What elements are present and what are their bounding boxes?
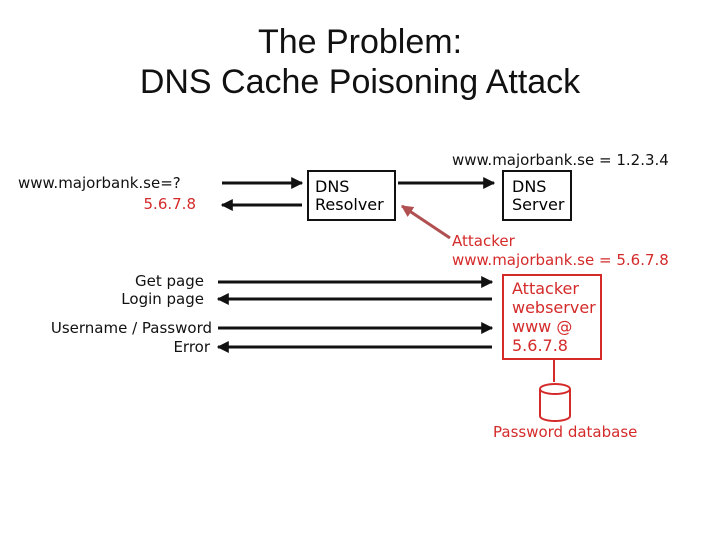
answer-label: 5.6.7.8	[143, 195, 196, 213]
resolver-line-1: DNS	[315, 177, 350, 196]
database-icon	[539, 383, 571, 422]
get-page-label: Get page	[135, 272, 204, 290]
attacker-reply-line-2: www.majorbank.se = 5.6.7.8	[452, 251, 669, 269]
title-line-1: The Problem:	[257, 23, 463, 61]
database-label: Password database	[493, 423, 638, 441]
attacker-webserver-box: Attacker webserver www @ 5.6.7.8	[502, 274, 602, 360]
attacker-server-line-3: www @	[512, 317, 573, 336]
attacker-server-line-1: Attacker	[512, 279, 579, 298]
attacker-server-line-2: webserver	[512, 298, 596, 317]
dns-server-box: DNS Server	[502, 170, 572, 221]
resolver-line-2: Resolver	[315, 195, 384, 214]
server-line-1: DNS	[512, 177, 547, 196]
server-line-2: Server	[512, 195, 565, 214]
query-label: www.majorbank.se=?	[18, 174, 181, 192]
dns-resolver-box: DNS Resolver	[307, 170, 396, 221]
title-line-2: DNS Cache Poisoning Attack	[139, 63, 581, 101]
login-page-label: Login page	[121, 290, 204, 308]
error-label: Error	[173, 338, 210, 356]
poison-arrow	[401, 204, 451, 240]
attacker-server-line-4: 5.6.7.8	[512, 336, 568, 355]
attacker-reply-line-1: Attacker	[452, 232, 515, 250]
credentials-label: Username / Password	[50, 319, 212, 337]
server-answer-label: www.majorbank.se = 1.2.3.4	[452, 151, 669, 169]
slide-title: The Problem: DNS Cache Poisoning Attack	[0, 22, 720, 102]
